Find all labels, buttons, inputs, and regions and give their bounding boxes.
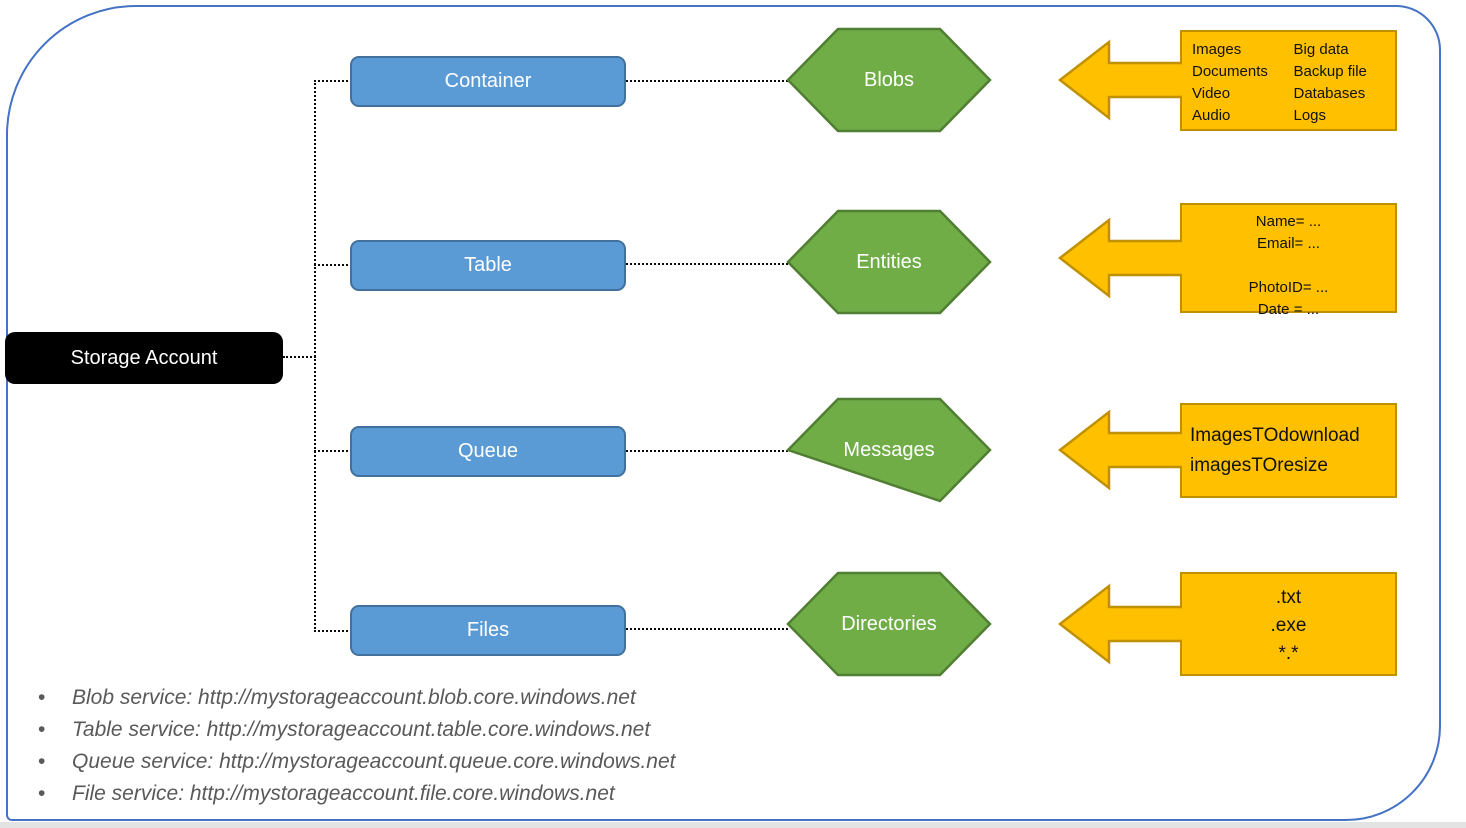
screen-bottom-strip — [0, 822, 1466, 828]
entity-label: Blobs — [863, 68, 915, 91]
example-line: Logs — [1293, 107, 1327, 124]
list-item: • File service: http://mystorageaccount.… — [38, 778, 938, 810]
connector-container-to-blobs — [626, 80, 788, 82]
list-item: • Table service: http://mystorageaccount… — [38, 714, 938, 746]
entity-hexagon-messages: Messages — [786, 397, 992, 503]
bullet-glyph: • — [38, 686, 46, 709]
left-arrow-icon — [1057, 583, 1182, 665]
hexagon-shape-icon — [786, 397, 992, 503]
entity-label: Messages — [843, 438, 935, 461]
example-line: PhotoID= ... — [1248, 279, 1329, 296]
entity-hexagon-directories: Directories — [786, 571, 992, 677]
connector-files-to-directories — [626, 628, 788, 630]
example-box-entities: Name= ... Email= ... PhotoID= ... Date =… — [1180, 203, 1397, 318]
service-box-label: Container — [444, 70, 532, 92]
example-line: ImagesTOdownload — [1190, 424, 1360, 446]
example-line: Video — [1192, 85, 1231, 102]
example-box-messages: ImagesTOdownload imagesTOresize — [1180, 403, 1397, 498]
storage-account-node: Storage Account — [5, 332, 283, 384]
example-box-blobs: Images Documents Video Audio Big data Ba… — [1180, 30, 1397, 131]
example-line: *.* — [1278, 643, 1299, 664]
service-box-label: Queue — [457, 440, 519, 462]
bullet-glyph: • — [38, 782, 46, 805]
entity-hexagon-entities: Entities — [786, 209, 992, 315]
example-line: Images — [1192, 41, 1242, 58]
example-line: Audio — [1192, 107, 1231, 124]
list-item: • Blob service: http://mystorageaccount.… — [38, 682, 938, 714]
list-item: • Queue service: http://mystorageaccount… — [38, 746, 938, 778]
example-line: Backup file — [1293, 63, 1367, 80]
entity-hexagon-blobs: Blobs — [786, 27, 992, 133]
service-box-files: Files — [350, 605, 626, 656]
connector-queue-to-messages — [626, 450, 788, 452]
bullet-glyph: • — [38, 750, 46, 773]
slide-frame-border — [6, 5, 1441, 821]
left-arrow-icon — [1057, 39, 1182, 121]
example-line: Name= ... — [1255, 213, 1322, 230]
example-box-directories: .txt .exe *.* — [1180, 572, 1397, 676]
endpoint-text: Queue service: http://mystorageaccount.q… — [72, 750, 676, 773]
example-column-right: Big data Backup file Databases Logs — [1294, 39, 1396, 127]
endpoint-text: File service: http://mystorageaccount.fi… — [72, 782, 615, 805]
connector-trunk-to-container — [314, 80, 352, 82]
example-line: Email= ... — [1257, 235, 1320, 252]
connector-trunk — [314, 80, 316, 632]
left-arrow-icon — [1057, 409, 1182, 491]
hexagon-shape-icon — [786, 27, 992, 133]
example-line: Databases — [1293, 85, 1366, 102]
example-line: Date = ... — [1257, 301, 1320, 318]
storage-account-label: Storage Account — [70, 346, 218, 369]
connector-table-to-entities — [626, 263, 788, 265]
example-line: Documents — [1192, 63, 1268, 80]
service-box-label: Files — [466, 619, 510, 641]
connector-trunk-to-queue — [314, 450, 352, 452]
connector-trunk-to-table — [314, 264, 352, 266]
example-line — [1182, 255, 1395, 277]
hexagon-shape-icon — [786, 209, 992, 315]
connector-root-to-trunk — [283, 356, 316, 358]
service-box-queue: Queue — [350, 426, 626, 477]
service-box-table: Table — [350, 240, 626, 291]
service-box-label: Table — [464, 254, 512, 276]
example-line: .txt — [1275, 587, 1302, 608]
example-line: .exe — [1270, 615, 1307, 636]
service-box-container: Container — [350, 56, 626, 107]
example-line: imagesTOresize — [1190, 454, 1328, 476]
example-column-left: Images Documents Video Audio — [1192, 39, 1294, 127]
left-arrow-icon — [1057, 217, 1182, 299]
example-line: Big data — [1293, 41, 1349, 58]
entity-label: Directories — [841, 612, 937, 635]
service-endpoints-list: • Blob service: http://mystorageaccount.… — [38, 682, 938, 810]
hexagon-shape-icon — [786, 571, 992, 677]
connector-trunk-to-files — [314, 630, 352, 632]
endpoint-text: Blob service: http://mystorageaccount.bl… — [72, 686, 636, 709]
bullet-glyph: • — [38, 718, 46, 741]
entity-label: Entities — [856, 250, 922, 273]
endpoint-text: Table service: http://mystorageaccount.t… — [72, 718, 651, 741]
